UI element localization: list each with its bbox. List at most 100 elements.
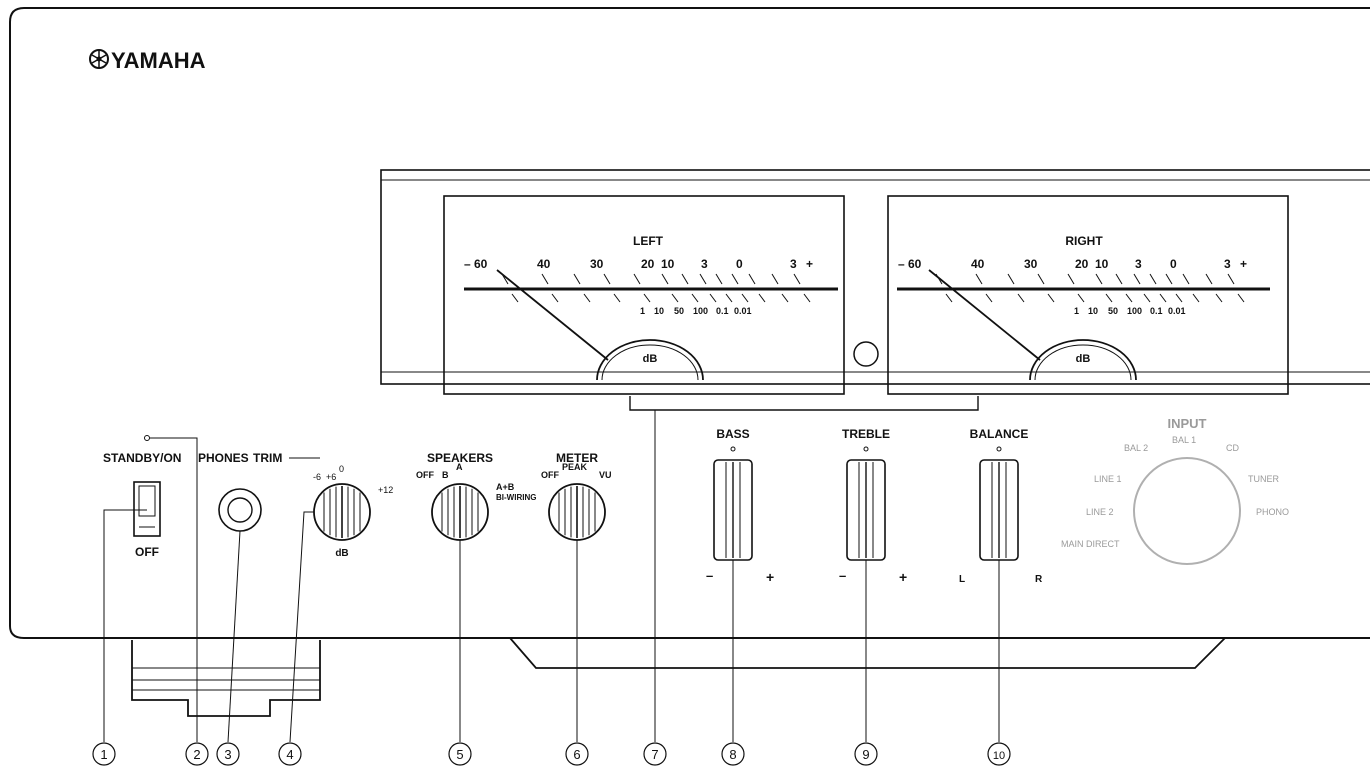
meter-light-icon <box>853 341 879 367</box>
right-meter-lower-tick-label: 10 <box>1088 306 1098 316</box>
bottom-trim <box>509 637 1226 669</box>
input-tuner: TUNER <box>1248 474 1279 484</box>
svg-text:7: 7 <box>651 747 658 762</box>
right-meter-upper-tick-label: 3 <box>1224 257 1231 271</box>
trim-knob[interactable] <box>313 483 371 541</box>
left-meter-tick <box>681 273 689 285</box>
trim-scale-p12: +12 <box>378 485 393 495</box>
meter-knob[interactable] <box>548 483 606 541</box>
left-meter-upper-tick-label: 30 <box>590 257 604 271</box>
input-main-direct: MAIN DIRECT <box>1061 539 1120 549</box>
callout-8: 8 <box>721 742 745 766</box>
input-phono: PHONO <box>1256 507 1289 517</box>
leader-lines <box>103 410 1000 743</box>
treble-plus: + <box>899 569 907 585</box>
left-meter-label: LEFT <box>633 234 664 248</box>
svg-text:5: 5 <box>456 747 463 762</box>
speakers-off: OFF <box>416 470 434 480</box>
trim-scale-p6: +6 <box>326 472 336 482</box>
right-meter-unit: dB <box>1076 353 1091 365</box>
right-meter-tick <box>975 273 983 285</box>
left-meter-tick <box>793 273 801 285</box>
right-meter-tick <box>1175 293 1183 303</box>
right-meter-upper-tick-label: 10 <box>1095 257 1109 271</box>
left-meter-tick <box>715 273 723 285</box>
right-meter-tick <box>1115 273 1123 285</box>
left-meter-upper-tick-label: – 60 <box>464 257 488 271</box>
right-meter-upper-tick-label: 0 <box>1170 257 1177 271</box>
right-meter-tick <box>1133 273 1141 285</box>
trim-scale-0: 0 <box>339 464 344 474</box>
standby-indicator-icon <box>144 435 150 441</box>
meter-off: OFF <box>541 470 559 480</box>
right-meter-tick <box>1159 293 1167 303</box>
callout-5: 5 <box>448 742 472 766</box>
speakers-knob[interactable] <box>431 483 489 541</box>
bass-knob[interactable] <box>713 459 753 561</box>
svg-text:3: 3 <box>224 747 231 762</box>
right-meter-lower-tick-label: 0.1 <box>1150 306 1163 316</box>
left-meter-tick <box>661 273 669 285</box>
svg-text:9: 9 <box>862 747 869 762</box>
left-meter-tick <box>709 293 717 303</box>
right-meter-tick <box>1077 293 1085 303</box>
right-meter-tick <box>1205 273 1213 285</box>
input-bal1: BAL 1 <box>1172 435 1196 445</box>
left-meter-lower-tick-label: 100 <box>693 306 708 316</box>
right-meter-tick <box>1037 273 1045 285</box>
left-meter-tick <box>613 293 621 303</box>
speakers-label: SPEAKERS <box>427 451 493 465</box>
right-meter-lower-tick-label: 50 <box>1108 306 1118 316</box>
left-meter-tick <box>781 293 789 303</box>
standby-label: STANDBY/ON <box>103 451 181 465</box>
right-meter-tick <box>1067 273 1075 285</box>
speakers-ab: A+B <box>496 482 515 492</box>
left-meter-upper-tick-label: 0 <box>736 257 743 271</box>
right-meter-upper-tick-label: 30 <box>1024 257 1038 271</box>
left-meter-lower-tick-label: 0.01 <box>734 306 752 316</box>
right-meter-tick <box>1215 293 1223 303</box>
right-meter-tick <box>1007 273 1015 285</box>
left-meter-tick <box>511 293 519 303</box>
right-meter-needle <box>928 269 1041 361</box>
trim-label: TRIM <box>253 451 282 465</box>
treble-knob[interactable] <box>846 459 886 561</box>
left-meter-lower-tick-label: 1 <box>640 306 645 316</box>
balance-knob[interactable] <box>979 459 1019 561</box>
right-meter-tick <box>1095 273 1103 285</box>
standby-switch[interactable] <box>133 481 161 537</box>
balance-label: BALANCE <box>970 427 1029 441</box>
input-selector-knob[interactable] <box>1133 457 1241 565</box>
left-meter-unit: dB <box>643 353 658 365</box>
callout-7: 7 <box>643 742 667 766</box>
left-meter-tick <box>691 293 699 303</box>
left-meter-upper-tick-label: 10 <box>661 257 675 271</box>
right-meter-label: RIGHT <box>1065 234 1103 248</box>
left-meter-tick <box>633 273 641 285</box>
right-meter-tick <box>1047 293 1055 303</box>
right-meter-lower-tick-label: 100 <box>1127 306 1142 316</box>
callout-6: 6 <box>565 742 589 766</box>
callout-4: 4 <box>278 742 302 766</box>
meter-housing <box>380 169 1370 385</box>
phones-label: PHONES <box>198 451 249 465</box>
treble-minus: – <box>839 568 846 583</box>
chassis-outline <box>9 7 1370 639</box>
right-meter-upper-tick-label: 20 <box>1075 257 1089 271</box>
phones-jack[interactable] <box>218 488 262 532</box>
speakers-a: A <box>456 462 463 472</box>
balance-l: L <box>959 574 965 585</box>
brand-name: YAMAHA <box>111 48 206 73</box>
treble-label: TREBLE <box>842 427 890 441</box>
meter-peak: PEAK <box>562 462 588 472</box>
input-label: INPUT <box>1168 416 1207 431</box>
right-meter-upper-tick-label: 40 <box>971 257 985 271</box>
balance-r: R <box>1035 574 1043 585</box>
svg-text:8: 8 <box>729 747 736 762</box>
input-cd: CD <box>1226 443 1239 453</box>
right-meter-lower-tick-label: 0.01 <box>1168 306 1186 316</box>
left-meter-tick <box>699 273 707 285</box>
